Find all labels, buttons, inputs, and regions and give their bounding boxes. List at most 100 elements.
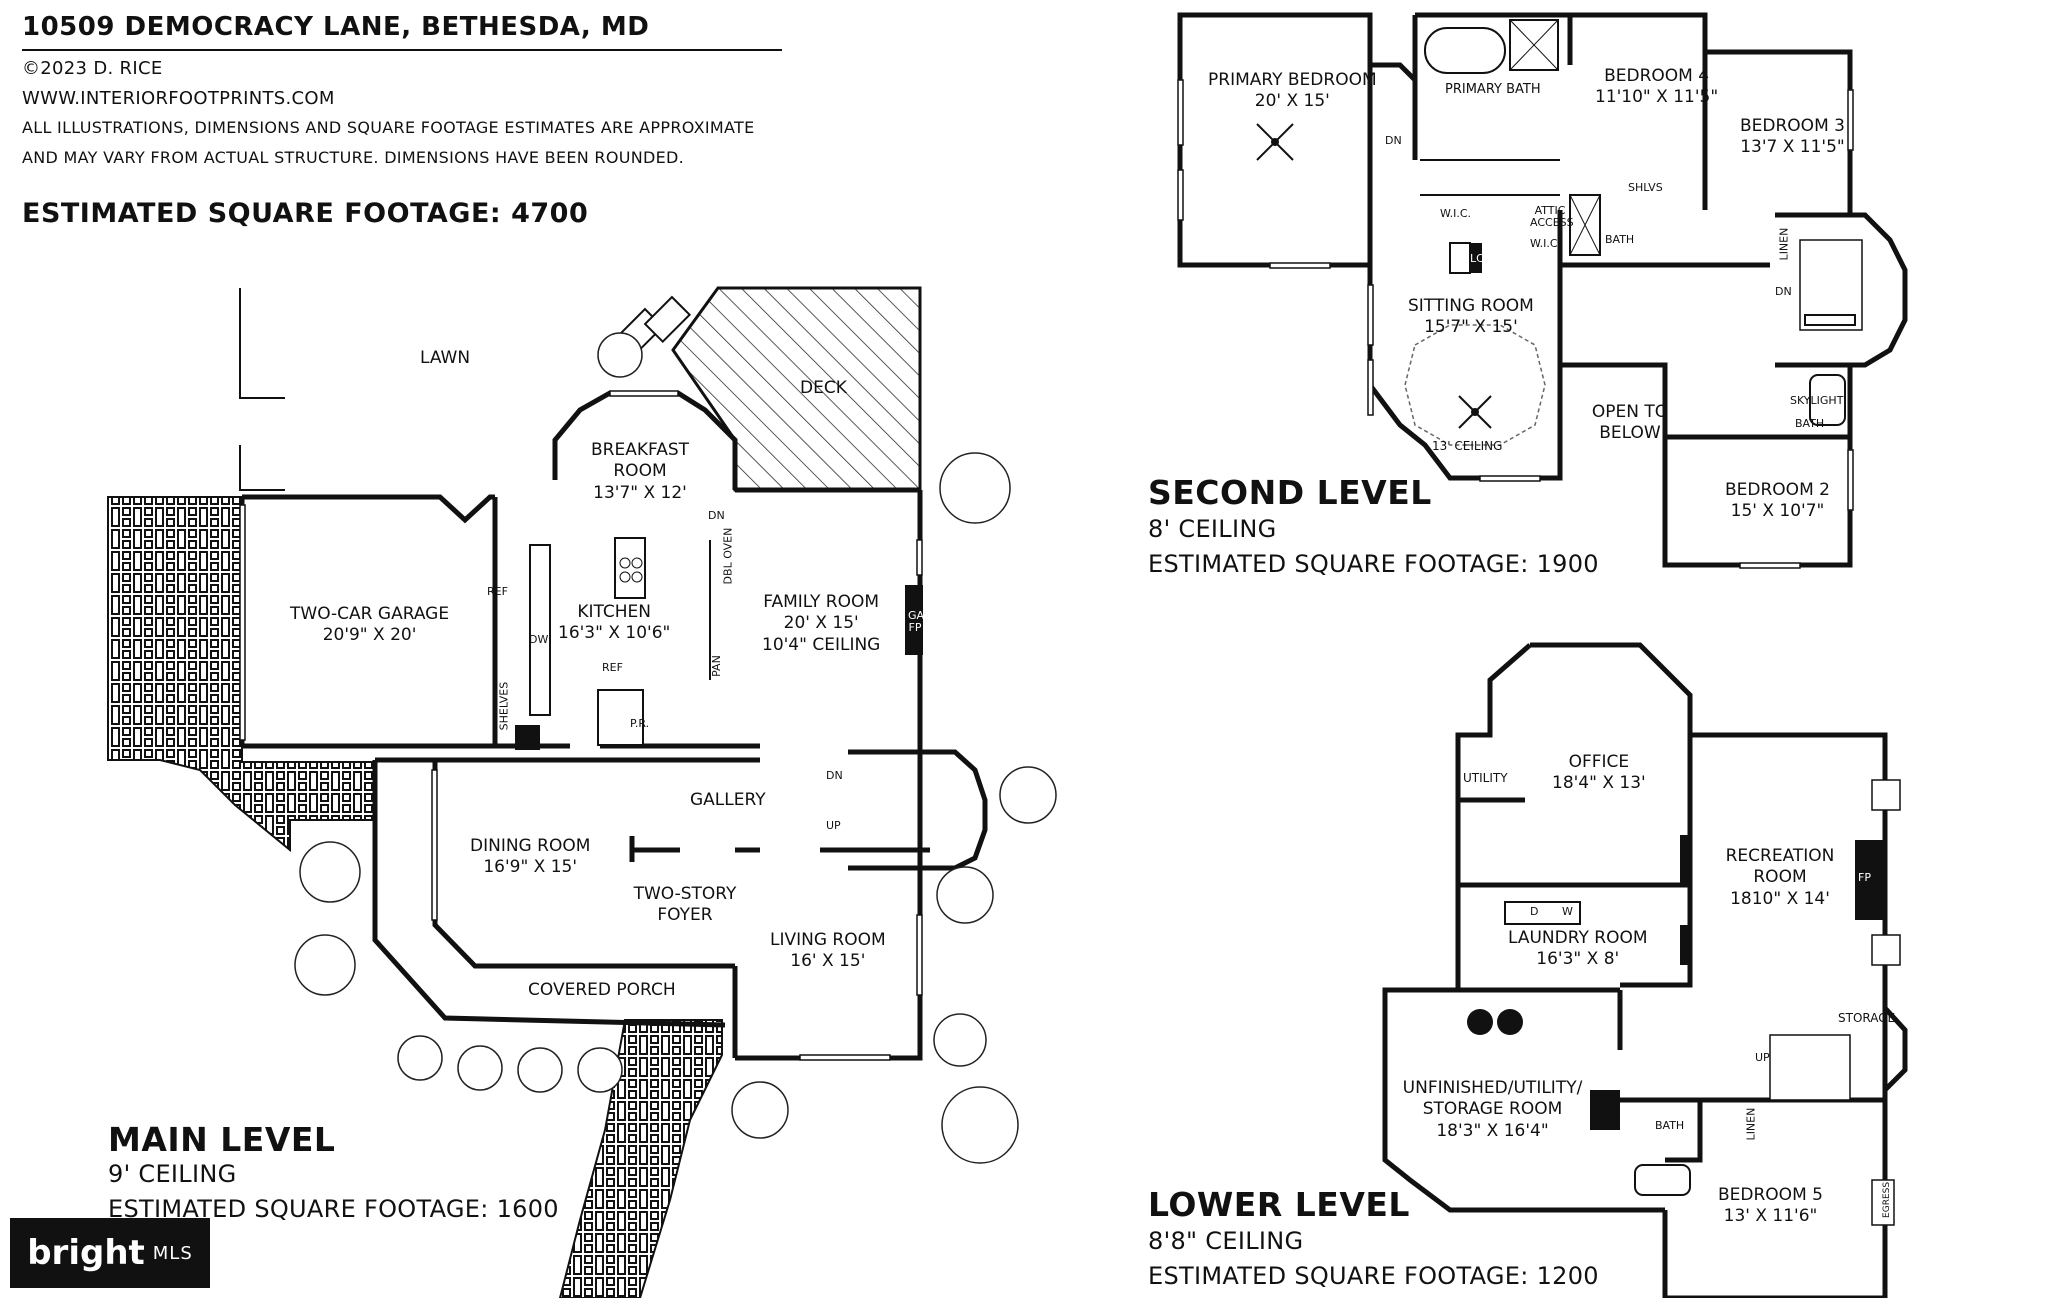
office-dim: 18'4" X 13' (1552, 773, 1646, 794)
family-room-name: FAMILY ROOM (763, 592, 880, 612)
bright-mls-logo: bright MLS (10, 1218, 210, 1288)
lower-up-label: UP (1755, 1051, 1770, 1064)
bedroom-3-name: BEDROOM 3 (1740, 116, 1845, 136)
bath-label: BATH (1605, 233, 1635, 246)
lower-level-title: LOWER LEVEL (1148, 1185, 1410, 1224)
second-dn-label-2: DN (1775, 285, 1792, 298)
lower-level-ceiling: 8'8" CEILING (1148, 1227, 1304, 1255)
breakfast-room-label: BREAKFAST ROOM 13'7" X 12' (590, 440, 690, 504)
laundry-room-dim: 16'3" X 8' (1536, 949, 1620, 970)
living-room-dim: 16' X 15' (790, 951, 866, 972)
disclaimer-line-2: AND MAY VARY FROM ACTUAL STRUCTURE. DIME… (22, 148, 685, 167)
primary-bedroom-name: PRIMARY BEDROOM (1208, 70, 1377, 90)
second-level-title: SECOND LEVEL (1148, 473, 1432, 512)
lower-level-sqft: ESTIMATED SQUARE FOOTAGE: 1200 (1148, 1262, 1599, 1290)
dw-label: DW (529, 633, 549, 646)
office-label: OFFICE 18'4" X 13' (1552, 752, 1646, 795)
sitting-room-label: SITTING ROOM 15'7" X 15' (1408, 296, 1534, 339)
living-room-name: LIVING ROOM (770, 930, 886, 950)
bath-2-label: BATH (1795, 417, 1825, 430)
open-to-below-label: OPEN TO BELOW (1590, 402, 1670, 445)
bedroom-5-dim: 13' X 11'6" (1723, 1206, 1818, 1227)
family-room-dim: 20' X 15' (783, 613, 859, 634)
address-title: 10509 DEMOCRACY LANE, BETHESDA, MD (22, 12, 650, 42)
family-room-ceiling: 10'4" CEILING (762, 634, 881, 655)
total-square-footage: ESTIMATED SQUARE FOOTAGE: 4700 (22, 198, 589, 229)
dining-room-dim: 16'9" X 15' (483, 857, 578, 878)
family-room-label: FAMILY ROOM 20' X 15' 10'4" CEILING (762, 592, 880, 656)
laundry-room-label: LAUNDRY ROOM 16'3" X 8' (1508, 928, 1648, 971)
shelves-label: SHELVES (497, 681, 511, 731)
bedroom-3-label: BEDROOM 3 13'7 X 11'5" (1740, 116, 1845, 159)
utility-label: UTILITY (1463, 771, 1508, 785)
sitting-room-name: SITTING ROOM (1408, 296, 1534, 316)
bedroom-2-name: BEDROOM 2 (1725, 480, 1830, 500)
main-level-ceiling: 9' CEILING (108, 1160, 237, 1188)
main-dn-label: DN (708, 509, 725, 522)
shlvs-label: SHLVS (1628, 181, 1663, 194)
egress-label: EGRESS (1882, 1181, 1893, 1218)
bedroom-2-dim: 15' X 10'7" (1730, 501, 1825, 522)
covered-porch-label: COVERED PORCH (528, 980, 676, 1000)
garage-dim: 20'9" X 20' (322, 625, 417, 646)
disclaimer-line-1: ALL ILLUSTRATIONS, DIMENSIONS AND SQUARE… (22, 118, 755, 137)
skylight-label: SKYLIGHT (1790, 394, 1844, 407)
attic-access-label: ATTIC ACCESS (1530, 204, 1574, 230)
breakfast-room-dim: 13'7" X 12' (593, 482, 687, 503)
logo-brand: bright (27, 1233, 145, 1273)
unfinished-room-label: UNFINISHED/UTILITY/ STORAGE ROOM 18'3" X… (1400, 1078, 1585, 1142)
dryer-label: D (1530, 905, 1539, 918)
main-level-plan (107, 286, 1057, 1298)
lower-bath-label: BATH (1655, 1119, 1685, 1132)
garage-name: TWO-CAR GARAGE (290, 604, 450, 624)
primary-bedroom-label: PRIMARY BEDROOM 20' X 15' (1208, 70, 1377, 113)
header-divider (22, 49, 782, 51)
open-to-below-text: OPEN TO BELOW (1591, 402, 1669, 444)
second-level-sqft: ESTIMATED SQUARE FOOTAGE: 1900 (1148, 550, 1599, 578)
unfinished-room-name: UNFINISHED/UTILITY/ STORAGE ROOM (1402, 1078, 1583, 1120)
second-level-plan (1177, 12, 1908, 569)
lower-linen-label: LINEN (1744, 1107, 1758, 1141)
dining-room-name: DINING ROOM (470, 836, 591, 856)
bedroom-4-name: BEDROOM 4 (1604, 66, 1710, 86)
recreation-room-name: RECREATION ROOM (1725, 846, 1835, 888)
bedroom-5-name: BEDROOM 5 (1718, 1185, 1823, 1205)
living-room-label: LIVING ROOM 16' X 15' (770, 930, 886, 973)
lower-level-plan (1382, 642, 1908, 1298)
washer-label: W (1562, 905, 1573, 918)
second-level-ceiling: 8' CEILING (1148, 515, 1277, 543)
bedroom-5-label: BEDROOM 5 13' X 11'6" (1718, 1185, 1823, 1228)
linen-label: LINEN (1777, 227, 1791, 261)
deck-label: DECK (800, 378, 847, 398)
breakfast-room-name: BREAKFAST ROOM (590, 440, 689, 482)
unfinished-room-dim: 18'3" X 16'4" (1436, 1120, 1549, 1141)
dining-room-label: DINING ROOM 16'9" X 15' (470, 836, 590, 879)
fp-label: FP (1858, 871, 1871, 884)
bedroom-3-dim: 13'7 X 11'5" (1740, 137, 1845, 158)
recreation-room-dim: 1810" X 14' (1730, 888, 1830, 909)
foyer-name: TWO-STORY FOYER (633, 884, 737, 926)
website-text: WWW.INTERIORFOOTPRINTS.COM (22, 88, 335, 109)
kitchen-label: KITCHEN 16'3" X 10'6" (558, 602, 670, 645)
dbl-oven-label: DBL OVEN (721, 527, 735, 585)
stairs-up-label: UP (826, 819, 841, 832)
lc-label: LC (1470, 252, 1484, 265)
copyright-text: ©2023 D. RICE (22, 58, 163, 79)
pantry-label: PAN (709, 655, 723, 677)
logo-suffix: MLS (152, 1242, 193, 1264)
recreation-room-label: RECREATION ROOM 1810" X 14' (1725, 846, 1835, 910)
lawn-label: LAWN (420, 348, 471, 368)
wic-1-label: W.I.C. (1440, 207, 1472, 220)
kitchen-ref-label: REF (602, 661, 623, 674)
primary-bath-label: PRIMARY BATH (1445, 82, 1541, 97)
storage-label: STORAGE (1838, 1011, 1896, 1025)
ref-label: REF (487, 585, 508, 598)
bedroom-2-label: BEDROOM 2 15' X 10'7" (1725, 480, 1830, 523)
sitting-room-dim: 15'7" X 15' (1424, 317, 1518, 338)
ceiling-13-label: 13' CEILING (1432, 439, 1503, 453)
gallery-label: GALLERY (690, 790, 766, 810)
office-name: OFFICE (1568, 752, 1630, 772)
bedroom-4-label: BEDROOM 4 11'10" X 11'5" (1595, 66, 1718, 109)
second-dn-label-1: DN (1385, 134, 1402, 147)
